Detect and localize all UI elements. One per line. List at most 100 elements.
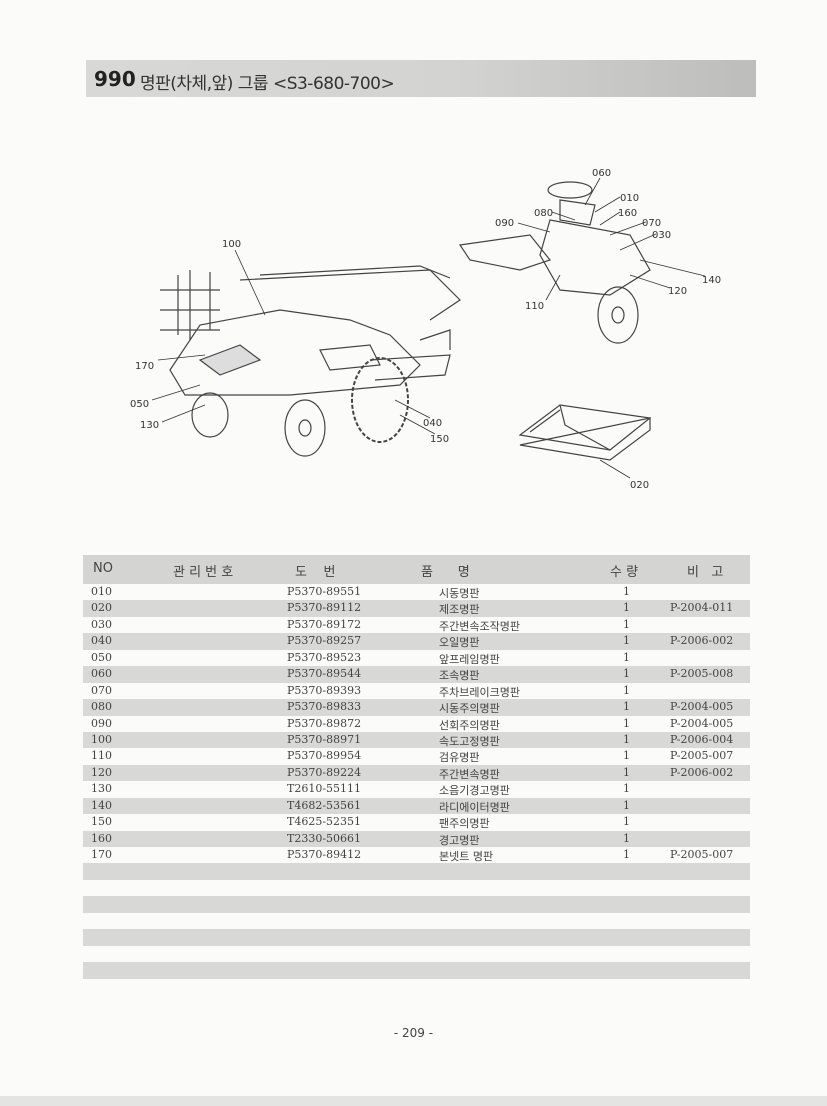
empty-row — [83, 946, 750, 962]
parts-table: NO 관 리 번 호 도 번 품 명 수 량 비 고 010 P5370-8955… — [83, 555, 750, 979]
empty-row — [83, 863, 750, 880]
cell-name: 시동주의명판 — [439, 702, 500, 716]
cell-remark: P-2005-007 — [670, 848, 734, 861]
cell-no: 010 — [91, 585, 112, 598]
cell-no: 090 — [91, 716, 112, 730]
table-row: 130 T2610-55111 소음기경고명판 1 — [83, 781, 750, 797]
cell-remark: P-2006-004 — [670, 732, 734, 746]
cell-qty: 1 — [623, 732, 630, 746]
cell-no: 080 — [91, 700, 112, 714]
cell-qty: 1 — [623, 617, 630, 631]
cell-qty: 1 — [623, 749, 630, 763]
callout-label: 120 — [668, 286, 687, 297]
table-row: 120 P5370-89224 주간변속명판 1 P-2006-002 — [83, 764, 750, 782]
callout-label: 060 — [592, 168, 611, 179]
parts-diagram: 060 010 080 160 090 070 030 140 120 110 … — [130, 168, 721, 491]
cell-part: P5370-89172 — [287, 617, 362, 631]
cell-no: 120 — [91, 765, 112, 779]
cell-remark: P-2006-002 — [670, 634, 734, 648]
cell-no: 100 — [91, 732, 112, 746]
callout-label: 160 — [618, 208, 637, 219]
cell-name: 주간변속명판 — [439, 767, 500, 781]
empty-row — [83, 962, 750, 979]
header-qty: 수 량 — [610, 565, 639, 580]
callout-leaders — [151, 177, 706, 479]
cell-remark: P-2005-007 — [670, 749, 734, 763]
table-row: 160 T2330-50661 경고명판 1 — [83, 830, 750, 847]
cell-qty: 1 — [623, 765, 630, 779]
header-part-no: 도 번 — [295, 565, 336, 580]
cell-name: 선회주의명판 — [439, 718, 500, 732]
callout-label: 100 — [222, 239, 241, 250]
header-remark: 비 고 — [687, 565, 724, 580]
cell-qty: 1 — [623, 716, 630, 730]
callout-label: 070 — [642, 218, 661, 229]
section-title-bar: 990 명판(차체,앞) 그룹 <S3-680-700> — [86, 60, 756, 97]
page-number: - 209 - — [393, 1026, 434, 1040]
table-row: 010 P5370-89551 시동명판 1 — [83, 584, 750, 600]
cell-part: T2610-55111 — [287, 782, 362, 796]
cell-part: P5370-89224 — [287, 765, 362, 779]
cell-part: T2330-50661 — [287, 831, 362, 845]
cell-no: 160 — [91, 831, 112, 845]
cell-qty: 1 — [623, 585, 630, 598]
cell-part: P5370-89112 — [287, 601, 362, 615]
cell-no: 020 — [91, 601, 112, 615]
callout-label: 080 — [534, 208, 553, 219]
cell-name: 속도고정명판 — [439, 734, 500, 748]
cell-qty: 1 — [623, 683, 630, 697]
empty-row — [83, 880, 750, 896]
cell-remark: P-2004-005 — [670, 716, 734, 730]
cell-part: P5370-89872 — [287, 716, 362, 730]
cell-no: 060 — [91, 667, 112, 681]
cell-no: 030 — [91, 617, 112, 631]
cell-no: 130 — [91, 782, 112, 796]
cell-part: P5370-89393 — [287, 683, 362, 697]
cell-name: 오일명판 — [439, 636, 480, 650]
cell-qty: 1 — [623, 815, 630, 829]
cell-no: 070 — [91, 683, 112, 697]
cell-qty: 1 — [623, 700, 630, 714]
cell-name: 경고명판 — [439, 833, 480, 847]
cell-qty: 1 — [623, 667, 630, 681]
cell-part: P5370-89412 — [287, 848, 362, 861]
cell-name: 본넷트 명판 — [439, 850, 494, 863]
table-row: 090 P5370-89872 선회주의명판 1 P-2004-005 — [83, 716, 750, 732]
cell-remark: P-2005-008 — [670, 667, 734, 681]
cell-no: 040 — [91, 634, 112, 648]
section-number: 990 — [94, 67, 136, 91]
cell-qty: 1 — [623, 782, 630, 796]
callout-label: 010 — [620, 193, 639, 204]
cell-remark: P-2006-002 — [670, 765, 734, 779]
cell-part: T4682-53561 — [287, 798, 362, 812]
table-row: 030 P5370-89172 주간변속조작명판 1 — [83, 617, 750, 633]
cell-qty: 1 — [623, 650, 630, 664]
cell-name: 소음기경고명판 — [439, 784, 510, 798]
header-part-name: 품 명 — [421, 565, 470, 580]
cell-part: T4625-52351 — [287, 815, 362, 829]
cell-no: 150 — [91, 815, 112, 829]
cell-part: P5370-89954 — [287, 749, 362, 763]
cell-qty: 1 — [623, 831, 630, 845]
cell-remark: P-2004-005 — [670, 700, 734, 714]
table-header: NO 관 리 번 호 도 번 품 명 수 량 비 고 — [83, 555, 750, 584]
callout-label: 020 — [630, 480, 649, 491]
cell-name: 앞프레임명판 — [439, 652, 500, 666]
callout-label: 130 — [140, 420, 159, 431]
cell-name: 시동명판 — [439, 587, 480, 600]
cell-part: P5370-89551 — [287, 585, 362, 598]
cell-qty: 1 — [623, 634, 630, 648]
cell-name: 라디에이터명판 — [439, 800, 510, 814]
cell-name: 팬주의명판 — [439, 817, 490, 831]
cell-name: 주간변속조작명판 — [439, 619, 520, 633]
cell-no: 110 — [91, 749, 112, 763]
